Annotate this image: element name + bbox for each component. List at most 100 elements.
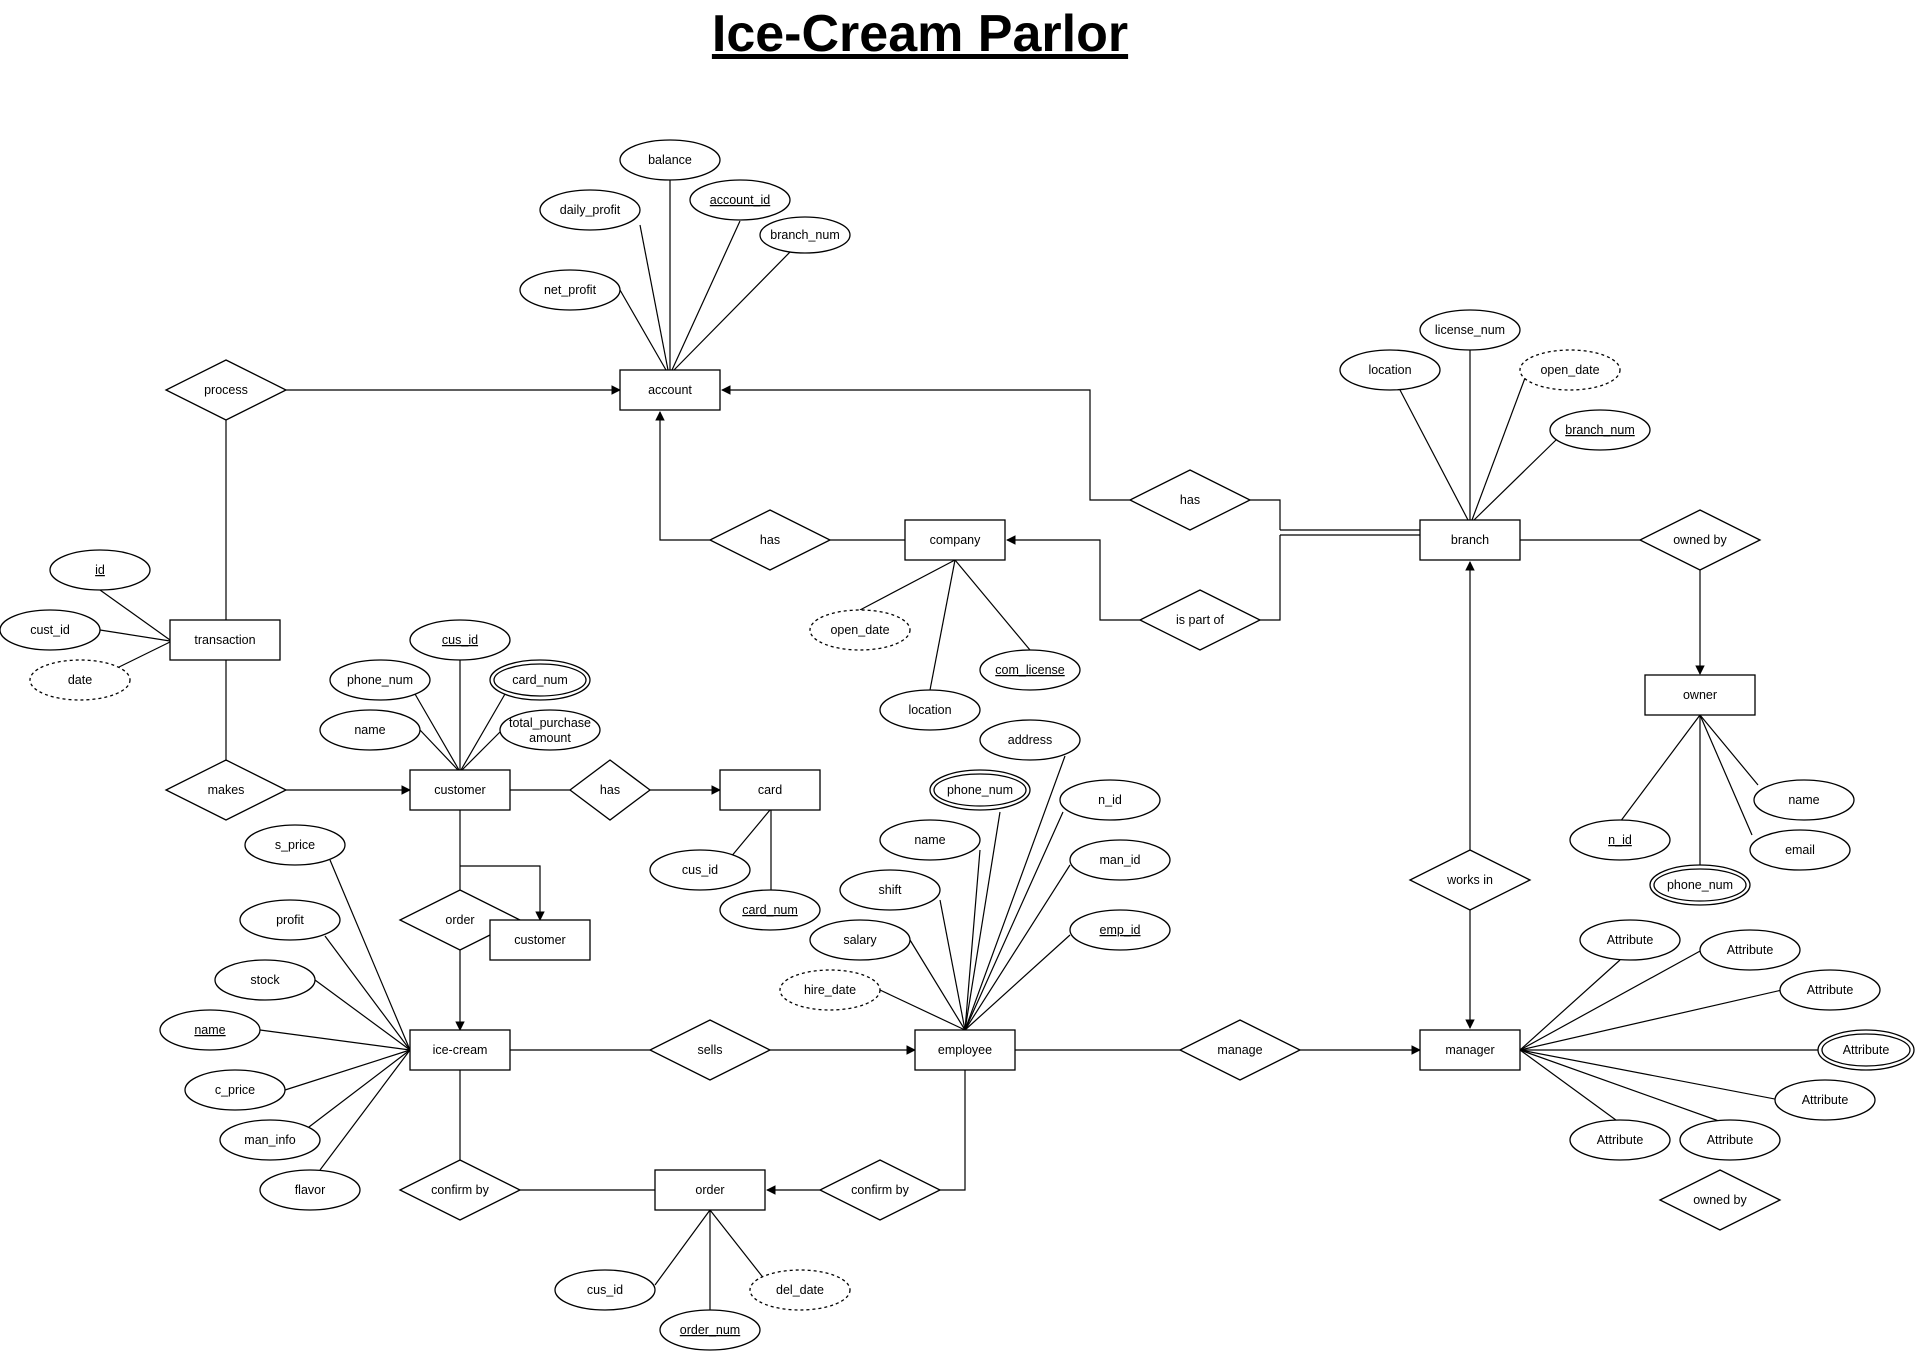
- attribute-employee-emp-id[interactable]: emp_id: [1069, 909, 1171, 951]
- attribute-order-order-num[interactable]: order_num: [659, 1309, 761, 1351]
- entity-ice-cream[interactable]: ice-cream: [409, 1029, 511, 1071]
- entity-company[interactable]: company: [904, 519, 1006, 561]
- attribute-customer-name[interactable]: name: [319, 709, 421, 751]
- relationship-label: works in: [1446, 873, 1493, 887]
- attribute-transaction-id[interactable]: id: [49, 549, 151, 591]
- attribute-order-del-date[interactable]: del_date: [749, 1269, 851, 1311]
- relationship-process[interactable]: process: [164, 359, 288, 421]
- attribute-employee-phone-num[interactable]: phone_num: [929, 769, 1031, 811]
- attribute-manager-2[interactable]: Attribute: [1699, 929, 1801, 971]
- attribute-net-profit[interactable]: net_profit: [519, 269, 621, 311]
- attribute-label: emp_id: [1100, 923, 1141, 937]
- attribute-manager-7[interactable]: Attribute: [1569, 1119, 1671, 1161]
- relationship-label: process: [204, 383, 248, 397]
- entity-label: ice-cream: [433, 1043, 488, 1057]
- attribute-branch-num[interactable]: branch_num: [759, 216, 851, 254]
- attribute-icecream-stock[interactable]: stock: [214, 959, 316, 1001]
- attribute-label: Attribute: [1843, 1043, 1890, 1057]
- attribute-employee-salary[interactable]: salary: [809, 919, 911, 961]
- attribute-daily-profit[interactable]: daily_profit: [539, 189, 641, 231]
- attribute-owner-phone-num[interactable]: phone_num: [1649, 864, 1751, 906]
- entity-label: employee: [938, 1043, 992, 1057]
- entity-label: customer: [514, 933, 565, 947]
- entity-owner[interactable]: owner: [1644, 674, 1756, 716]
- attribute-label: del_date: [776, 1283, 824, 1297]
- attribute-manager-3[interactable]: Attribute: [1779, 969, 1881, 1011]
- attribute-transaction-date[interactable]: date: [29, 659, 131, 701]
- attribute-manager-1[interactable]: Attribute: [1579, 919, 1681, 961]
- attribute-branch-open-date[interactable]: open_date: [1519, 349, 1621, 391]
- attribute-label: net_profit: [544, 283, 597, 297]
- entity-employee[interactable]: employee: [914, 1029, 1016, 1071]
- attribute-employee-hire-date[interactable]: hire_date: [779, 969, 881, 1011]
- attribute-balance[interactable]: balance: [619, 139, 721, 181]
- entity-label: company: [930, 533, 981, 547]
- relationship-manage[interactable]: manage: [1178, 1019, 1302, 1081]
- entity-label: order: [695, 1183, 724, 1197]
- attribute-label: branch_num: [1565, 423, 1635, 437]
- relationship-has-branch-account[interactable]: has: [1128, 469, 1252, 531]
- attribute-label: name: [1788, 793, 1819, 807]
- attribute-employee-name[interactable]: name: [879, 819, 981, 861]
- attribute-company-open-date[interactable]: open_date: [809, 609, 911, 651]
- attribute-icecream-name[interactable]: name: [159, 1009, 261, 1051]
- attribute-owner-name[interactable]: name: [1753, 779, 1855, 821]
- relationship-owned-by[interactable]: owned by: [1638, 509, 1762, 571]
- attribute-employee-address[interactable]: address: [979, 719, 1081, 761]
- attribute-card-cus-id[interactable]: cus_id: [649, 849, 751, 891]
- relationship-confirm-by-icecream[interactable]: confirm by: [398, 1159, 522, 1221]
- relationship-has-company-account[interactable]: has: [708, 509, 832, 571]
- attribute-company-license[interactable]: com_license: [979, 649, 1081, 691]
- entity-transaction[interactable]: transaction: [169, 619, 281, 661]
- relationship-has-card[interactable]: has: [568, 759, 652, 821]
- attribute-customer-cus-id[interactable]: cus_id: [409, 619, 511, 661]
- relationship-sells[interactable]: sells: [648, 1019, 772, 1081]
- relationship-is-part-of[interactable]: is part of: [1138, 589, 1262, 651]
- diagram-title: Ice-Cream Parlor: [711, 5, 1129, 63]
- attribute-owner-n-id[interactable]: n_id: [1569, 819, 1671, 861]
- attribute-manager-5[interactable]: Attribute: [1774, 1079, 1876, 1121]
- entity-customer[interactable]: customer: [409, 769, 511, 811]
- attribute-label: cust_id: [30, 623, 70, 637]
- attribute-customer-total-purchase[interactable]: total_purchase amount: [499, 709, 601, 751]
- attribute-manager-6[interactable]: Attribute: [1679, 1119, 1781, 1161]
- attribute-label: license_num: [1435, 323, 1505, 337]
- relationship-label: confirm by: [851, 1183, 909, 1197]
- attribute-order-cus-id[interactable]: cus_id: [554, 1269, 656, 1311]
- attribute-employee-man-id[interactable]: man_id: [1069, 839, 1171, 881]
- attribute-employee-shift[interactable]: shift: [839, 869, 941, 911]
- relationship-works-in[interactable]: works in: [1408, 849, 1532, 911]
- attribute-branch-location[interactable]: location: [1339, 349, 1441, 391]
- attribute-company-location[interactable]: location: [879, 689, 981, 731]
- attribute-transaction-cust-id[interactable]: cust_id: [0, 609, 101, 651]
- entity-card[interactable]: card: [719, 769, 821, 811]
- attribute-employee-n-id[interactable]: n_id: [1059, 779, 1161, 821]
- attribute-card-card-num[interactable]: card_num: [719, 889, 821, 931]
- relationship-makes[interactable]: makes: [164, 759, 288, 821]
- attribute-icecream-man-info[interactable]: man_info: [219, 1119, 321, 1161]
- attribute-customer-phone-num[interactable]: phone_num: [329, 659, 431, 701]
- entity-order[interactable]: order: [654, 1169, 766, 1211]
- relationship-label: order: [445, 913, 474, 927]
- attribute-account-id[interactable]: account_id: [689, 179, 791, 221]
- attribute-label: n_id: [1608, 833, 1632, 847]
- attribute-icecream-c-price[interactable]: c_price: [184, 1069, 286, 1111]
- attribute-label: man_info: [244, 1133, 295, 1147]
- attribute-label: hire_date: [804, 983, 856, 997]
- entity-account[interactable]: account: [619, 369, 721, 411]
- relationship-confirm-by-employee[interactable]: confirm by: [818, 1159, 942, 1221]
- entity-manager[interactable]: manager: [1419, 1029, 1521, 1071]
- attribute-label: date: [68, 673, 92, 687]
- relationship-owned-by-2[interactable]: owned by: [1658, 1169, 1782, 1231]
- entity-customer-order[interactable]: customer: [489, 919, 591, 961]
- entity-branch[interactable]: branch: [1419, 519, 1521, 561]
- attribute-icecream-profit[interactable]: profit: [239, 899, 341, 941]
- attribute-icecream-flavor[interactable]: flavor: [259, 1169, 361, 1211]
- attribute-customer-card-num[interactable]: card_num: [489, 659, 591, 701]
- attribute-icecream-s-price[interactable]: s_price: [244, 824, 346, 866]
- attribute-license-num[interactable]: license_num: [1419, 309, 1521, 351]
- attribute-label: order_num: [680, 1323, 740, 1337]
- attribute-branch-branch-num[interactable]: branch_num: [1549, 409, 1651, 451]
- attribute-manager-4[interactable]: Attribute: [1817, 1029, 1915, 1071]
- attribute-owner-email[interactable]: email: [1749, 829, 1851, 871]
